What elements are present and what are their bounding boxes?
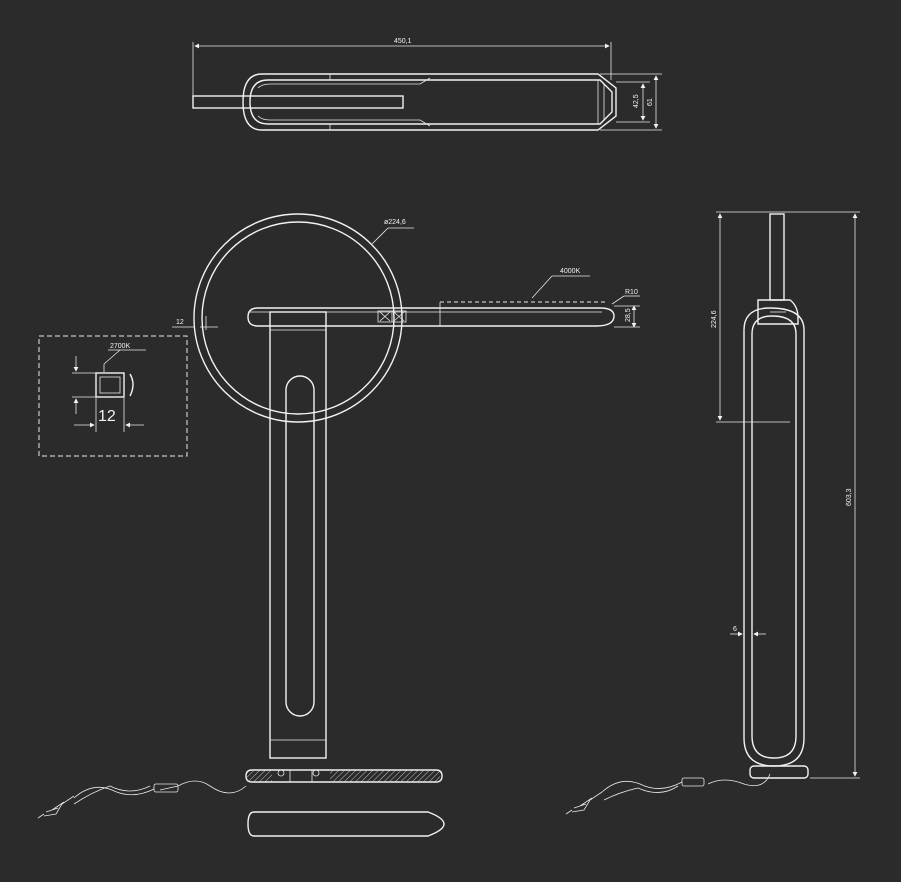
dim-detail-width: 12 <box>98 408 116 425</box>
side-view: 224,6 603,3 6 <box>565 211 860 815</box>
dim-side-total: 603,3 <box>846 488 853 506</box>
label-color-temp-main: 4000K <box>560 268 581 275</box>
label-detail-temp: 2700K <box>110 343 131 350</box>
dim-radius: R10 <box>625 289 638 296</box>
dim-side-small: 6 <box>733 626 737 633</box>
dim-disc-diameter: ø224,6 <box>384 219 406 226</box>
dim-side-upper: 224,6 <box>711 310 718 328</box>
front-view: ø224,6 12 4000K R10 28,5 <box>37 213 640 837</box>
dim-top-width: 450,1 <box>394 38 412 45</box>
top-view: 450,1 42,5 61 <box>192 38 662 131</box>
detail-view: 2700K 12 <box>38 335 188 457</box>
dim-head-thickness: 28,5 <box>625 308 632 322</box>
dim-top-h1: 42,5 <box>633 94 640 108</box>
dim-top-h2: 61 <box>647 98 654 106</box>
dim-left-offset: 12 <box>176 319 184 326</box>
